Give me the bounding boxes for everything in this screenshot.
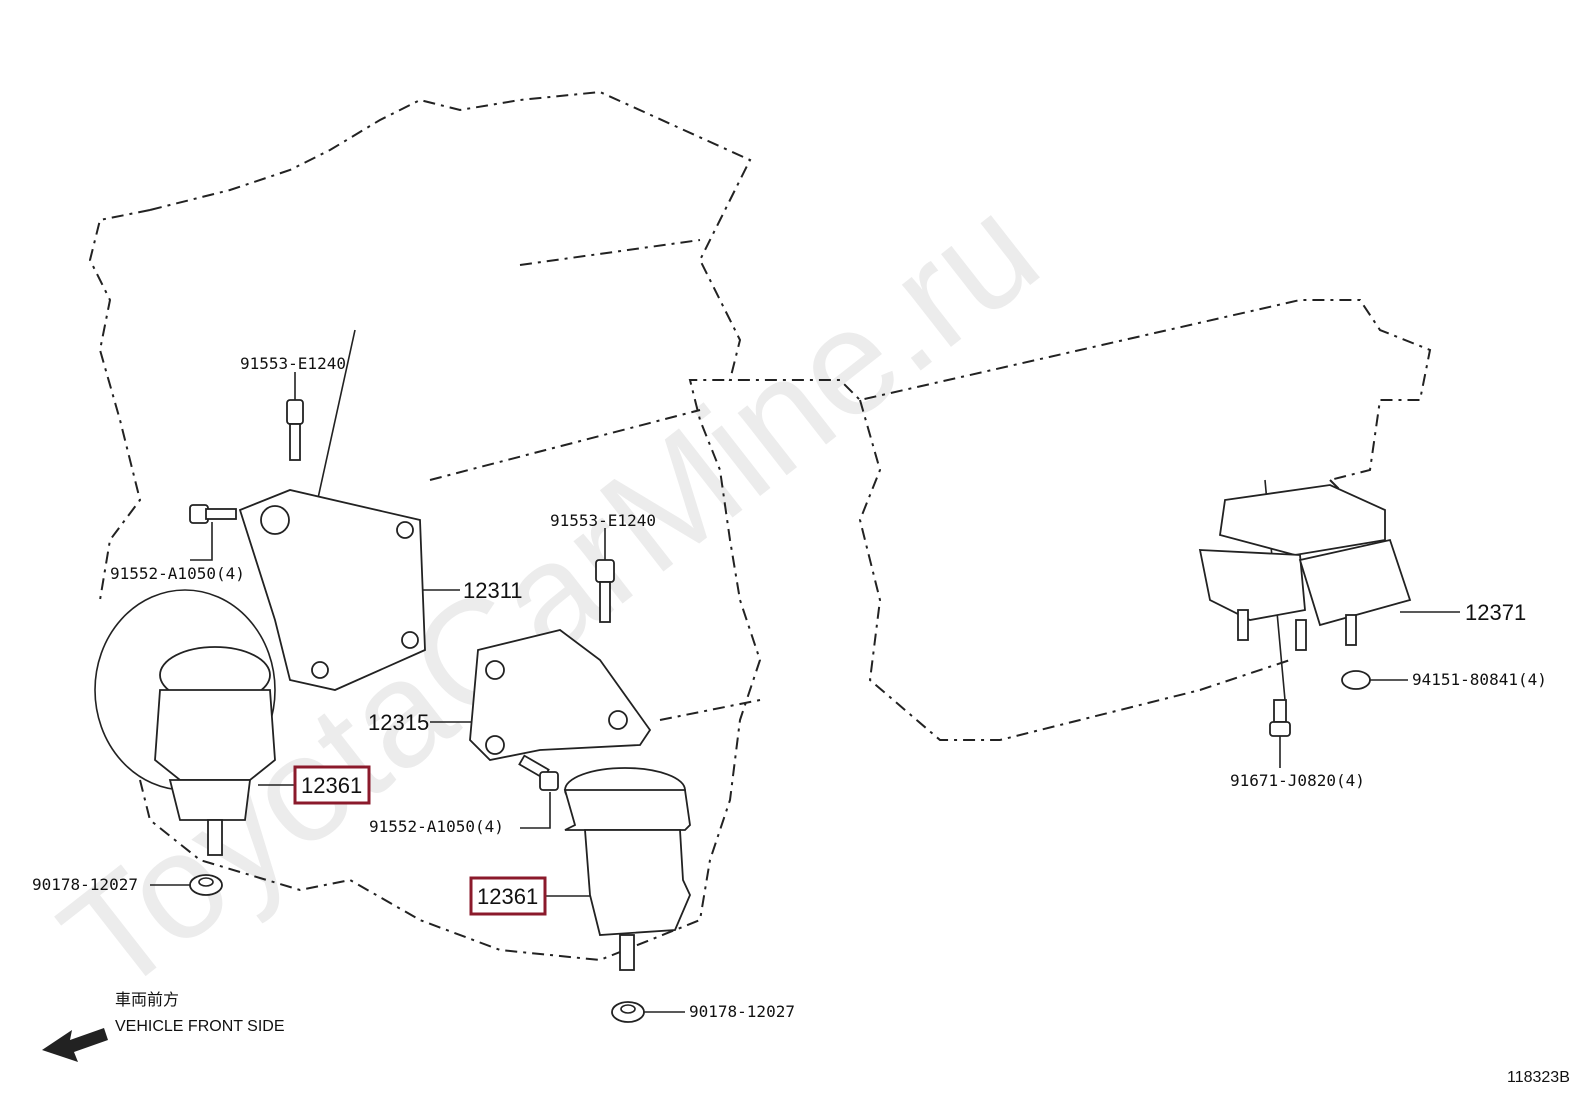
engine-insulator-center [563,767,691,971]
bolt-icon [1269,699,1291,737]
part-label-bolt-top-left[interactable]: 91553-E1240 [240,354,346,373]
part-label-nut-left[interactable]: 90178-12027 [32,875,138,894]
highlight-box [469,876,547,916]
part-label-bracket-left[interactable]: 12311 [463,578,523,603]
part-label-nut-rear[interactable]: 94151-80841(4) [1412,670,1547,689]
front-side-label-en: VEHICLE FRONT SIDE [115,1018,285,1035]
engine-mounting-bracket-left [238,489,426,691]
part-label-insulator-center[interactable]: 12361 [477,884,538,909]
part-label-rear-mount[interactable]: 12371 [1465,600,1526,625]
nut-icon [189,874,223,896]
nut-icon [611,1001,645,1023]
diagram-id: 118323B [1507,1069,1570,1086]
part-label-bolt-side-left[interactable]: 91552-A1050(4) [110,564,245,583]
engine-outline [88,90,1432,962]
nut-icon [1341,670,1371,690]
engine-mounting-bracket-center [469,629,652,761]
front-side-label-ja: 車両前方 [115,991,179,1009]
highlight-box [293,765,371,805]
part-label-bolt-top-center[interactable]: 91553-E1240 [550,511,656,530]
engine-insulator-left [94,589,276,856]
part-label-bracket-center[interactable]: 12315 [368,710,429,735]
left-arrow-icon [42,1028,108,1062]
part-label-nut-center[interactable]: 90178-12027 [689,1002,795,1021]
part-label-insulator-left[interactable]: 12361 [301,773,362,798]
bolt-icon [518,754,559,791]
bolt-icon [286,399,304,461]
bolt-icon [189,504,237,524]
leader-lines [150,372,1460,1013]
part-label-bolt-rear[interactable]: 91671-J0820(4) [1230,771,1365,790]
transmission-mount-rear [1198,484,1412,651]
vehicle-front-side-indicator: 車両前方 VEHICLE FRONT SIDE [42,991,285,1062]
part-label-bolt-center[interactable]: 91552-A1050(4) [369,817,504,836]
